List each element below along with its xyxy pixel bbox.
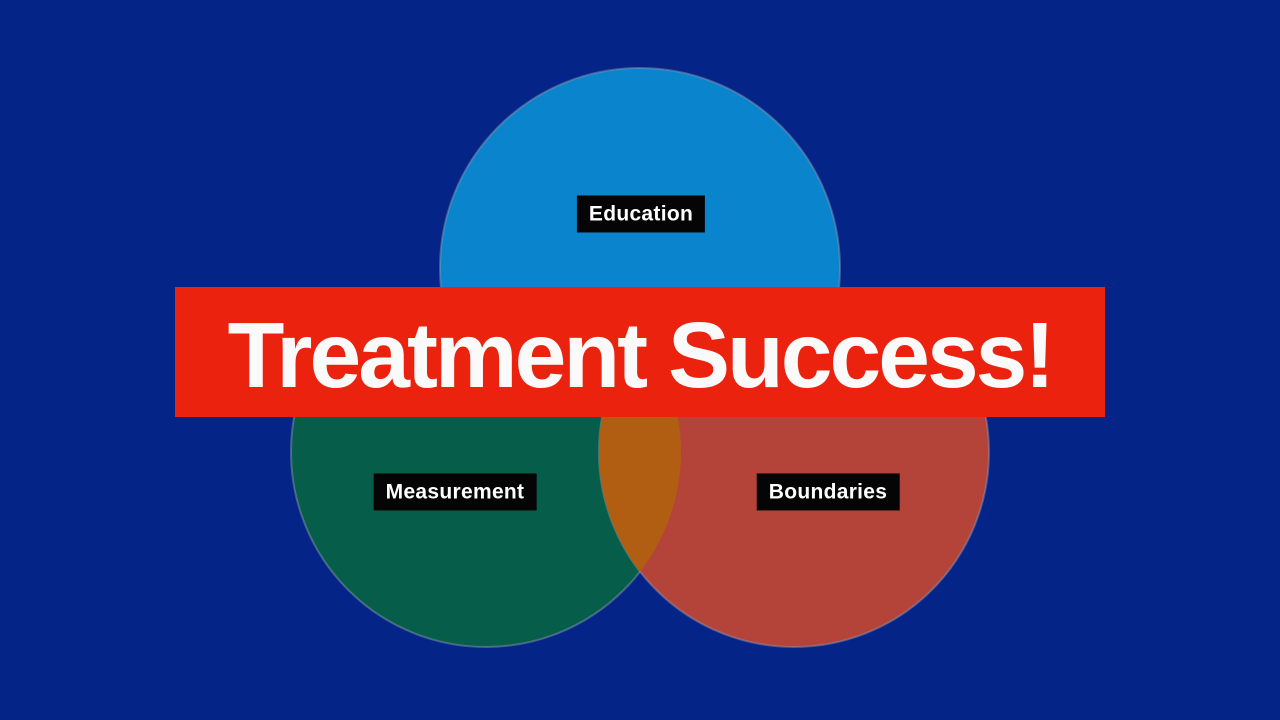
measurement-label: Measurement [373,473,537,511]
education-label: Education [576,195,706,233]
banner: Treatment Success! [175,287,1105,417]
banner-title: Treatment Success! [227,302,1056,407]
boundaries-label: Boundaries [756,473,900,511]
